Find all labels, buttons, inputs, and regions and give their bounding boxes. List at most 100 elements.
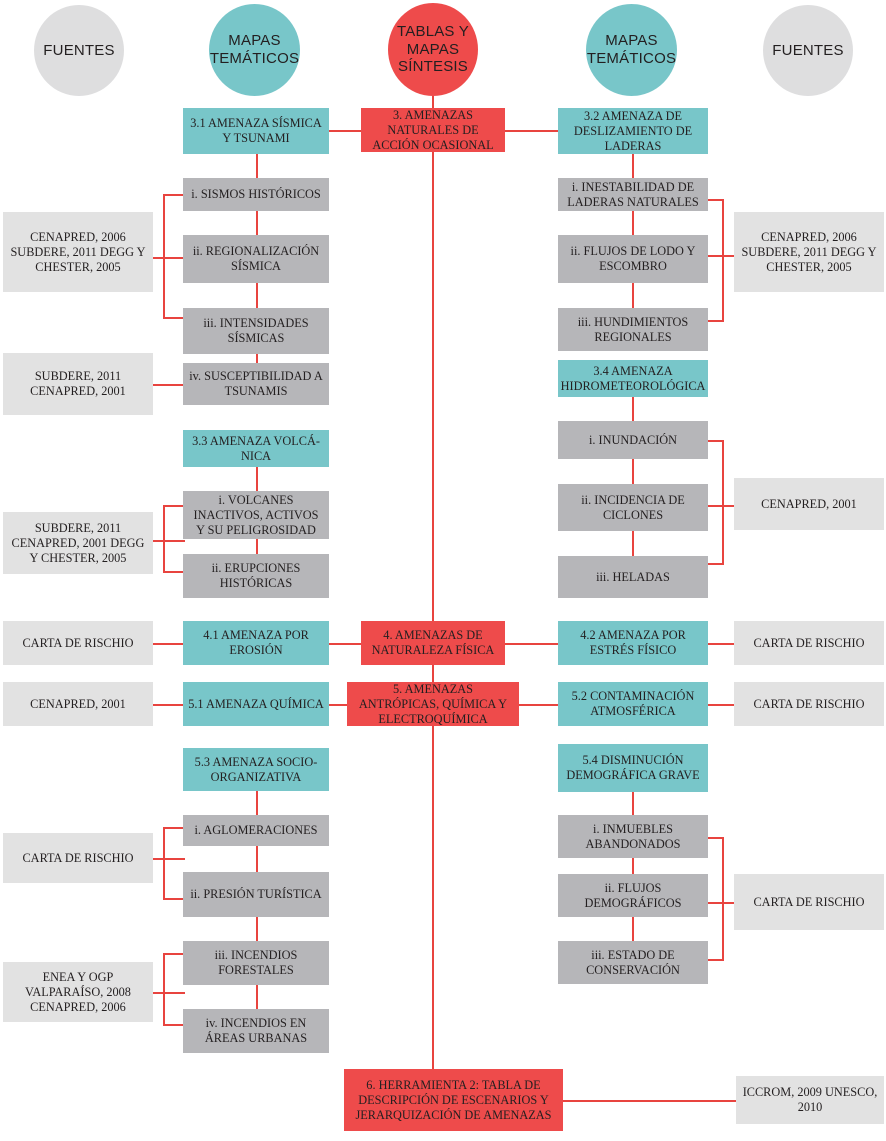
node-5-4-ii[interactable]: ii. FLUJOS DEMOGRÁFICOS — [558, 874, 708, 917]
bracket-sl7-bottom — [163, 1024, 185, 1026]
node-label: 5.2 CONTAMINACIÓN ATMOSFÉRICA — [571, 689, 695, 718]
node-3-2[interactable]: 3.2 AMENAZA DE DESLIZAMIENTO DE LADERAS — [558, 108, 708, 154]
node-3-1-iv[interactable]: iv. SUSCEPTIBILIDAD A TSUNAMIS — [183, 363, 329, 405]
connector-r34-down — [632, 397, 634, 421]
source-right-6[interactable]: ICCROM, 2009 UNESCO, 2010 — [736, 1076, 884, 1124]
bracket-sl3-top — [163, 505, 185, 507]
source-label: CARTA DE RISCHIO — [22, 850, 134, 865]
center-node-4[interactable]: 4. AMENAZAS DE NATURALEZA FÍSICA — [361, 621, 505, 665]
node-5-3-ii[interactable]: ii. PRESIÓN TURÍSTICA — [183, 872, 329, 917]
node-3-3-i[interactable]: i. VOLCANES INACTIVOS, ACTIVOS Y SU PELI… — [183, 491, 329, 539]
bracket-sl1-top — [163, 194, 185, 196]
node-3-4-ii[interactable]: ii. INCIDENCIA DE CICLONES — [558, 484, 708, 531]
node-3-2-i[interactable]: i. INESTABILIDAD DE LADERAS NATURALES — [558, 178, 708, 211]
source-left-5[interactable]: CENAPRED, 2001 — [3, 682, 153, 726]
connector-r32ii-down — [632, 283, 634, 308]
center-node-5[interactable]: 5. AMENAZAS ANTRÓPICAS, QUÍMICA Y ELECTR… — [347, 682, 519, 726]
center-node-label: 5. AMENAZAS ANTRÓPICAS, QUÍMICA Y ELECTR… — [358, 681, 508, 726]
node-label: 4.1 AMENAZA POR EROSIÓN — [203, 628, 309, 657]
node-4-2[interactable]: 4.2 AMENAZA POR ESTRÉS FÍSICO — [558, 621, 708, 665]
connector-l53iii-down — [256, 985, 258, 1009]
source-left-4[interactable]: CARTA DE RISCHIO — [3, 621, 153, 665]
node-3-1-i[interactable]: i. SISMOS HISTÓRICOS — [183, 178, 329, 211]
source-label: CENAPRED, 2006 SUBDERE, 2011 DEGG Y CHES… — [10, 229, 146, 274]
connector-l31ii-down — [256, 283, 258, 308]
node-3-2-ii[interactable]: ii. FLUJOS DE LODO Y ESCOMBRO — [558, 235, 708, 283]
bracket-sr2-bottom — [700, 563, 724, 565]
source-label: ENEA Y OGP VALPARAÍSO, 2008 CENAPRED, 20… — [25, 969, 131, 1014]
node-label: 5.3 AMENAZA SOCIO-ORGANIZATIVA — [194, 754, 318, 784]
node-3-4[interactable]: 3.4 AMENAZA HIDROMETEOROLÓGICA — [558, 360, 708, 397]
bracket-sl1-vertical — [163, 194, 165, 318]
bracket-sl7-vertical — [163, 953, 165, 1026]
node-5-3-iii[interactable]: iii. INCENDIOS FORESTALES — [183, 941, 329, 985]
node-5-4-iii[interactable]: iii. ESTADO DE CONSERVACIÓN — [558, 941, 708, 984]
connector-c4-to-l41 — [326, 643, 362, 645]
node-3-4-i[interactable]: i. INUNDACIÓN — [558, 421, 708, 459]
source-right-4[interactable]: CARTA DE RISCHIO — [734, 682, 884, 726]
center-node-3[interactable]: 3. AMENAZAS NATURALES DE ACCIÓN OCASIONA… — [361, 108, 505, 152]
bracket-sr5-bottom — [700, 959, 724, 961]
node-3-1[interactable]: 3.1 AMENAZA SÍSMICA Y TSUNAMI — [183, 108, 329, 154]
connector-c5-to-r52 — [518, 704, 560, 706]
connector-c6-to-sr6 — [563, 1100, 736, 1102]
bracket-sr2-mid — [700, 505, 736, 507]
node-label: i. INMUEBLES ABANDONADOS — [585, 821, 681, 851]
node-3-3-ii[interactable]: ii. ERUPCIONES HISTÓRICAS — [183, 554, 329, 598]
node-label: ii. PRESIÓN TURÍSTICA — [190, 887, 322, 901]
source-label: CARTA DE RISCHIO — [753, 635, 865, 650]
node-5-4-i[interactable]: i. INMUEBLES ABANDONADOS — [558, 815, 708, 858]
node-label: iii. HELADAS — [596, 569, 670, 584]
node-3-3[interactable]: 3.3 AMENAZA VOLCÁ-NICA — [183, 430, 329, 467]
source-label: CARTA DE RISCHIO — [22, 635, 134, 650]
bracket-sl3-mid — [153, 540, 185, 542]
node-5-3-i[interactable]: i. AGLOMERACIONES — [183, 815, 329, 846]
connector-l33i-down — [256, 539, 258, 564]
node-label: iv. INCENDIOS EN ÁREAS URBANAS — [204, 1016, 308, 1045]
connector-l53ii-down — [256, 917, 258, 941]
source-right-3[interactable]: CARTA DE RISCHIO — [734, 621, 884, 665]
node-label: iii. INCENDIOS FORESTALES — [214, 948, 298, 977]
source-label: ICCROM, 2009 UNESCO, 2010 — [742, 1085, 878, 1114]
bracket-sl6-mid — [153, 858, 185, 860]
source-left-2[interactable]: SUBDERE, 2011 CENAPRED, 2001 — [3, 353, 153, 415]
node-5-1[interactable]: 5.1 AMENAZA QUÍMICA — [183, 682, 329, 726]
header-label: FUENTES — [43, 41, 115, 59]
source-left-3[interactable]: SUBDERE, 2011 CENAPRED, 2001 DEGG Y CHES… — [3, 512, 153, 574]
node-3-1-ii[interactable]: ii. REGIONALIZACIÓN SÍSMICA — [183, 235, 329, 283]
node-5-4[interactable]: 5.4 DISMINUCIÓN DEMOGRÁFICA GRAVE — [558, 744, 708, 792]
bracket-sl7-mid — [153, 992, 185, 994]
connector-r42-to-sr3 — [706, 643, 736, 645]
header-ellipse-fuentes-right: FUENTES — [763, 5, 853, 96]
bracket-sr1-top — [700, 199, 724, 201]
center-node-6[interactable]: 6. HERRAMIENTA 2: TABLA DE DESCRIPCIÓN D… — [344, 1069, 563, 1131]
node-3-2-iii[interactable]: iii. HUNDIMIENTOS REGIONALES — [558, 308, 708, 351]
connector-r54ii-down — [632, 917, 634, 941]
header-ellipse-fuentes-left: FUENTES — [34, 5, 124, 96]
source-left-6[interactable]: CARTA DE RISCHIO — [3, 833, 153, 883]
source-right-1[interactable]: CENAPRED, 2006 SUBDERE, 2011 DEGG Y CHES… — [734, 212, 884, 292]
node-label: i. SISMOS HISTÓRICOS — [191, 187, 321, 201]
node-5-3-iv[interactable]: iv. INCENDIOS EN ÁREAS URBANAS — [183, 1009, 329, 1053]
node-5-2[interactable]: 5.2 CONTAMINACIÓN ATMOSFÉRICA — [558, 682, 708, 726]
connector-l31-down — [256, 154, 258, 178]
source-right-2[interactable]: CENAPRED, 2001 — [734, 478, 884, 530]
center-node-label: 3. AMENAZAS NATURALES DE ACCIÓN OCASIONA… — [372, 107, 494, 152]
bracket-sr1-bottom — [700, 320, 724, 322]
source-left-1[interactable]: CENAPRED, 2006 SUBDERE, 2011 DEGG Y CHES… — [3, 212, 153, 292]
source-right-5[interactable]: CARTA DE RISCHIO — [734, 874, 884, 930]
node-4-1[interactable]: 4.1 AMENAZA POR EROSIÓN — [183, 621, 329, 665]
node-5-3[interactable]: 5.3 AMENAZA SOCIO-ORGANIZATIVA — [183, 748, 329, 791]
source-label: CENAPRED, 2001 — [761, 496, 857, 511]
source-left-7[interactable]: ENEA Y OGP VALPARAÍSO, 2008 CENAPRED, 20… — [3, 962, 153, 1022]
connector-sl2 — [153, 384, 185, 386]
source-label: SUBDERE, 2011 CENAPRED, 2001 — [30, 369, 126, 398]
bracket-sr5-mid — [700, 902, 736, 904]
bracket-sr5-top — [700, 837, 724, 839]
connector-c5-to-l51 — [326, 704, 362, 706]
node-3-4-iii[interactable]: iii. HELADAS — [558, 556, 708, 598]
source-label: CENAPRED, 2001 — [30, 696, 126, 711]
node-3-1-iii[interactable]: iii. INTENSIDADES SÍSMICAS — [183, 308, 329, 354]
